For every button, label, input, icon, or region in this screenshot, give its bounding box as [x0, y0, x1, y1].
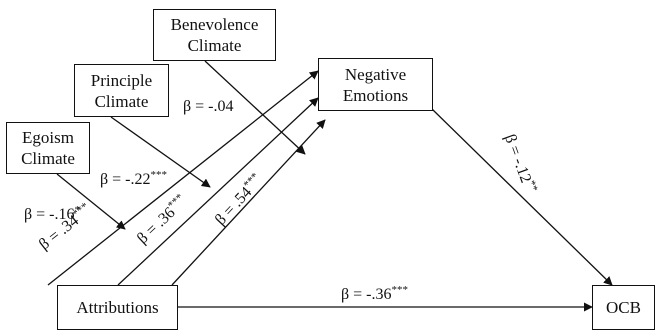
coef-significance: *	[74, 204, 81, 216]
arrow-negative-emotions-to-ocb	[431, 108, 613, 286]
node-label-line: OCB	[606, 298, 641, 317]
node-ocb: OCB	[592, 285, 655, 330]
coef-value: β = -.36	[341, 286, 392, 303]
coef-benevolence-moderation: β = -.04	[183, 98, 234, 116]
arrow-benevolence-moderation	[204, 60, 306, 155]
node-label-line: Climate	[21, 149, 75, 168]
node-label-line: Climate	[94, 91, 149, 111]
node-label-line: Benevolence	[170, 15, 259, 34]
node-label-line: Egoism	[22, 128, 74, 147]
coef-value: β = -.16	[24, 206, 75, 223]
coef-principle-moderation: β = -.22***	[100, 169, 168, 189]
node-label-line: Climate	[187, 36, 242, 55]
coef-significance: ***	[150, 169, 168, 181]
coef-value: β = -.22	[100, 171, 151, 188]
coef-egoism-moderation: β = -.16*	[24, 204, 81, 224]
arrow-principle-moderation	[110, 116, 211, 188]
node-negative-emotions: Negative Emotions	[318, 58, 433, 111]
node-benevolence-climate: Benevolence Climate	[153, 9, 276, 61]
arrow-attributions-to-negative-emotions-middle	[117, 97, 319, 286]
node-attributions: Attributions	[57, 285, 178, 330]
node-label-line: Principle	[90, 70, 153, 90]
arrow-egoism-moderation	[56, 173, 126, 230]
arrow-attributions-to-negative-emotions-top	[47, 70, 319, 286]
node-principle-climate: Principle Climate	[74, 64, 169, 117]
coef-value: β = -.04	[183, 98, 234, 115]
coef-attributions-to-ocb: β = -.36***	[341, 284, 409, 304]
node-label-line: Attributions	[76, 298, 159, 317]
coef-significance: ***	[391, 284, 409, 296]
node-label-line: Emotions	[342, 85, 409, 105]
node-label-line: Negative	[344, 64, 407, 84]
node-egoism-climate: Egoism Climate	[6, 122, 90, 174]
